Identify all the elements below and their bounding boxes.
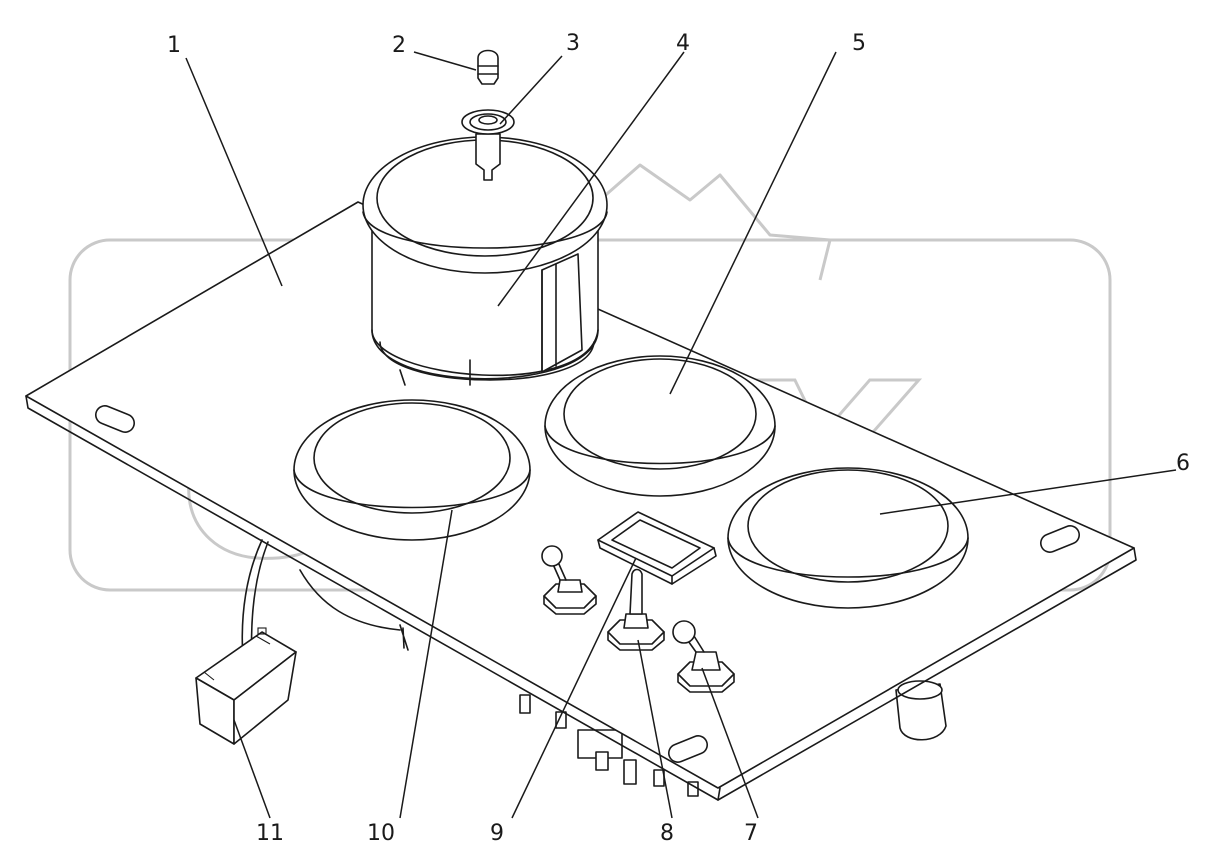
- callout-1: 1: [167, 33, 181, 58]
- callout-5: 5: [852, 31, 866, 56]
- callout-3: 3: [566, 31, 580, 56]
- round-gauge: [362, 136, 608, 386]
- mounting-plate: [25, 201, 1137, 801]
- callout-8: 8: [660, 821, 674, 846]
- underside-housing: [299, 569, 401, 631]
- toggle-switch-right: [672, 620, 735, 693]
- bulb-socket: [461, 109, 515, 181]
- gauge-center: [544, 355, 776, 497]
- connector: [195, 627, 297, 745]
- callout-labels: 1 2 3 4 5 6 7 8 9 10 11: [167, 31, 1190, 846]
- rear-knob: [895, 680, 947, 741]
- leader-lines: [185, 51, 1177, 819]
- toggle-switch-center: [607, 568, 665, 651]
- callout-7: 7: [744, 821, 758, 846]
- callout-6: 6: [1176, 451, 1190, 476]
- callout-4: 4: [676, 31, 690, 56]
- callout-10: 10: [367, 821, 395, 846]
- callout-2: 2: [392, 33, 406, 58]
- callout-9: 9: [490, 821, 504, 846]
- gauge-right: [727, 467, 969, 609]
- bulb: [477, 49, 499, 85]
- gauge-left: [293, 399, 531, 541]
- callout-11: 11: [256, 821, 284, 846]
- rear-connectors: [519, 694, 699, 797]
- indicator-lamp: [597, 511, 717, 585]
- toggle-switch-left: [541, 545, 597, 615]
